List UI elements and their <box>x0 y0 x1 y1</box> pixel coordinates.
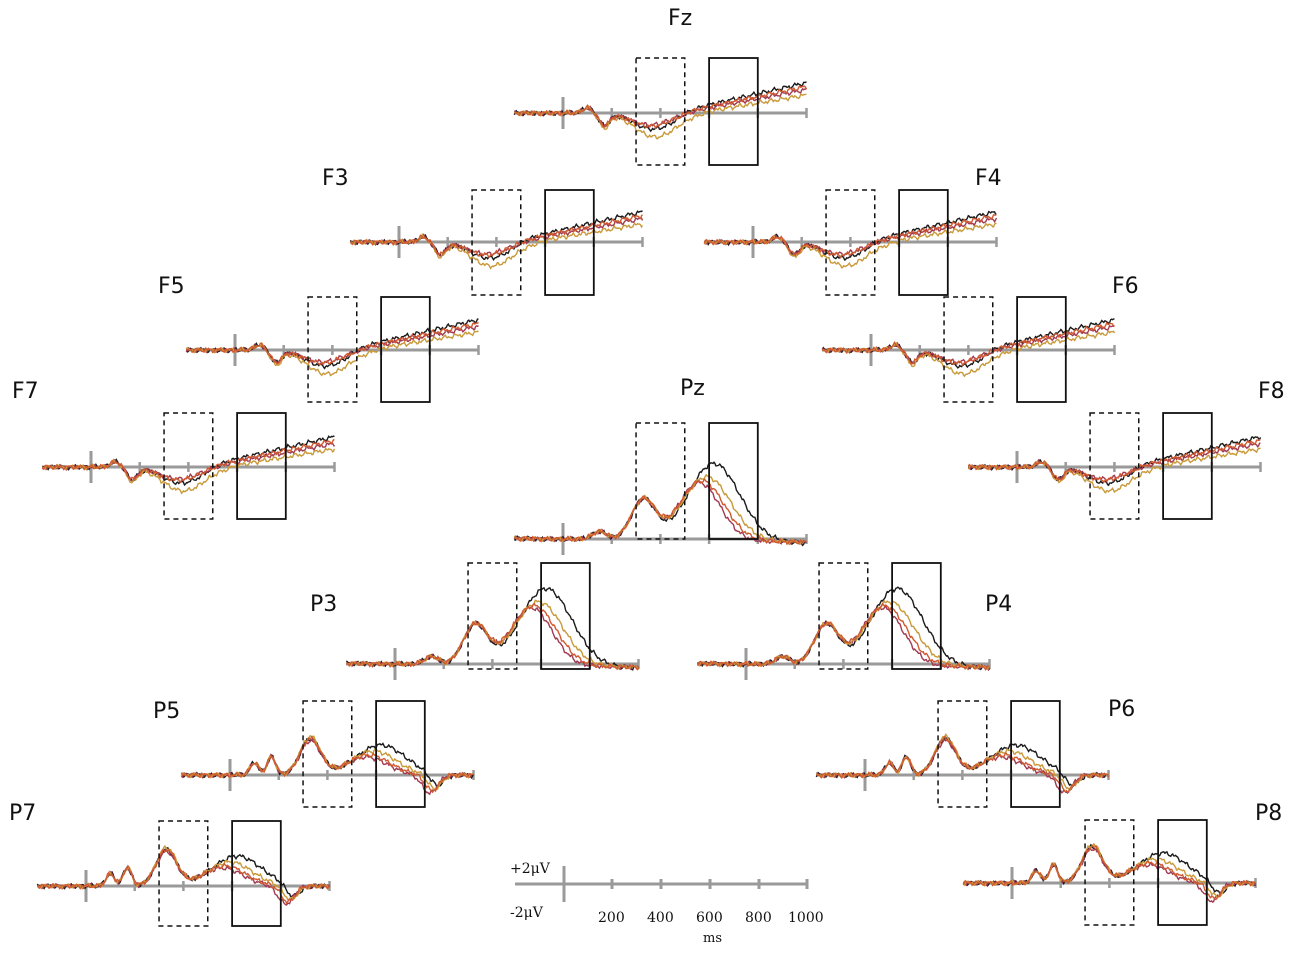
trace-f7-3 <box>41 439 335 484</box>
window-dashed-f6 <box>943 296 994 403</box>
scale-bar: +2μV -2μV 200 400 600 800 1000 ms <box>510 861 824 946</box>
window-dashed-p4 <box>818 562 869 670</box>
window-dashed-p7 <box>158 820 209 927</box>
window-solid-f3 <box>544 189 595 296</box>
trace-f4-0 <box>703 210 997 261</box>
scale-negative-label: -2μV <box>510 905 544 921</box>
window-dashed-f7 <box>163 412 214 520</box>
window-solid-f6 <box>1016 296 1067 403</box>
window-solid-p7 <box>231 820 282 927</box>
electrode-label-p5: P5 <box>153 699 180 724</box>
electrode-label-p3: P3 <box>310 592 337 617</box>
panel-f5 <box>185 296 480 403</box>
panel-fz <box>513 57 808 166</box>
panel-p4 <box>696 562 991 680</box>
panel-f7 <box>41 412 336 520</box>
electrode-label-p7: P7 <box>9 801 36 826</box>
panel-pz <box>513 422 808 555</box>
panel-p6 <box>815 700 1110 808</box>
electrode-label-f4: F4 <box>975 166 1002 191</box>
scale-unit-label: ms <box>703 931 722 946</box>
trace-p5-1 <box>180 738 474 796</box>
trace-fz-1 <box>513 87 807 128</box>
electrode-label-p6: P6 <box>1108 697 1135 722</box>
trace-f8-0 <box>968 436 1262 487</box>
electrode-label-p8: P8 <box>1255 801 1282 826</box>
trace-pz-2 <box>513 473 807 546</box>
window-solid-p5 <box>375 700 426 808</box>
window-dashed-pz <box>635 422 686 540</box>
panel-p8 <box>962 819 1257 926</box>
electrode-panels <box>36 57 1262 927</box>
electrode-label-f6: F6 <box>1112 274 1139 299</box>
trace-p4-0 <box>697 586 991 671</box>
trace-p3-0 <box>345 586 639 671</box>
panel-p3 <box>345 562 640 680</box>
window-dashed-f3 <box>471 189 522 296</box>
window-solid-pz <box>708 422 759 540</box>
trace-p8-2 <box>962 842 1256 899</box>
window-solid-p8 <box>1157 819 1208 926</box>
panel-f8 <box>967 412 1262 520</box>
trace-p7-3 <box>37 848 331 905</box>
window-solid-fz <box>708 57 759 166</box>
electrode-label-f5: F5 <box>158 274 185 299</box>
trace-f6-3 <box>821 321 1115 367</box>
window-dashed-p3 <box>467 562 518 670</box>
window-solid-p6 <box>1010 700 1061 808</box>
electrode-label-pz: Pz <box>680 376 705 401</box>
scale-tick-label-800: 800 <box>745 910 772 926</box>
scale-tick-label-200: 200 <box>598 910 625 926</box>
trace-f5-0 <box>185 318 479 370</box>
electrode-label-p4: P4 <box>985 592 1012 617</box>
trace-f5-3 <box>185 321 479 366</box>
trace-f6-1 <box>821 324 1115 365</box>
window-solid-f4 <box>898 189 949 296</box>
window-dashed-p8 <box>1084 819 1135 926</box>
trace-p8-3 <box>962 844 1256 901</box>
window-dashed-f4 <box>825 189 876 296</box>
window-dashed-p5 <box>302 700 353 808</box>
panel-f6 <box>821 296 1116 403</box>
window-solid-f7 <box>236 412 287 520</box>
panel-f4 <box>703 189 998 296</box>
panel-f3 <box>349 189 644 296</box>
scale-tick-label-600: 600 <box>696 910 723 926</box>
trace-pz-0 <box>514 461 807 547</box>
electrode-label-f8: F8 <box>1258 379 1285 404</box>
window-solid-f5 <box>380 296 431 403</box>
window-solid-p3 <box>540 562 591 670</box>
window-dashed-p6 <box>937 700 988 808</box>
panel-p5 <box>180 700 475 808</box>
window-dashed-f5 <box>307 296 358 403</box>
scale-tick-label-1000: 1000 <box>788 910 824 926</box>
electrode-label-f7: F7 <box>12 379 39 404</box>
window-dashed-f8 <box>1089 412 1140 520</box>
electrode-label-f3: F3 <box>322 166 349 191</box>
electrode-label-fz: Fz <box>668 6 692 31</box>
window-solid-p4 <box>891 562 942 670</box>
window-solid-f8 <box>1162 412 1213 520</box>
window-dashed-fz <box>635 57 686 166</box>
scale-positive-label: +2μV <box>510 861 551 877</box>
panel-p7 <box>36 820 331 927</box>
scale-tick-label-400: 400 <box>647 910 674 926</box>
